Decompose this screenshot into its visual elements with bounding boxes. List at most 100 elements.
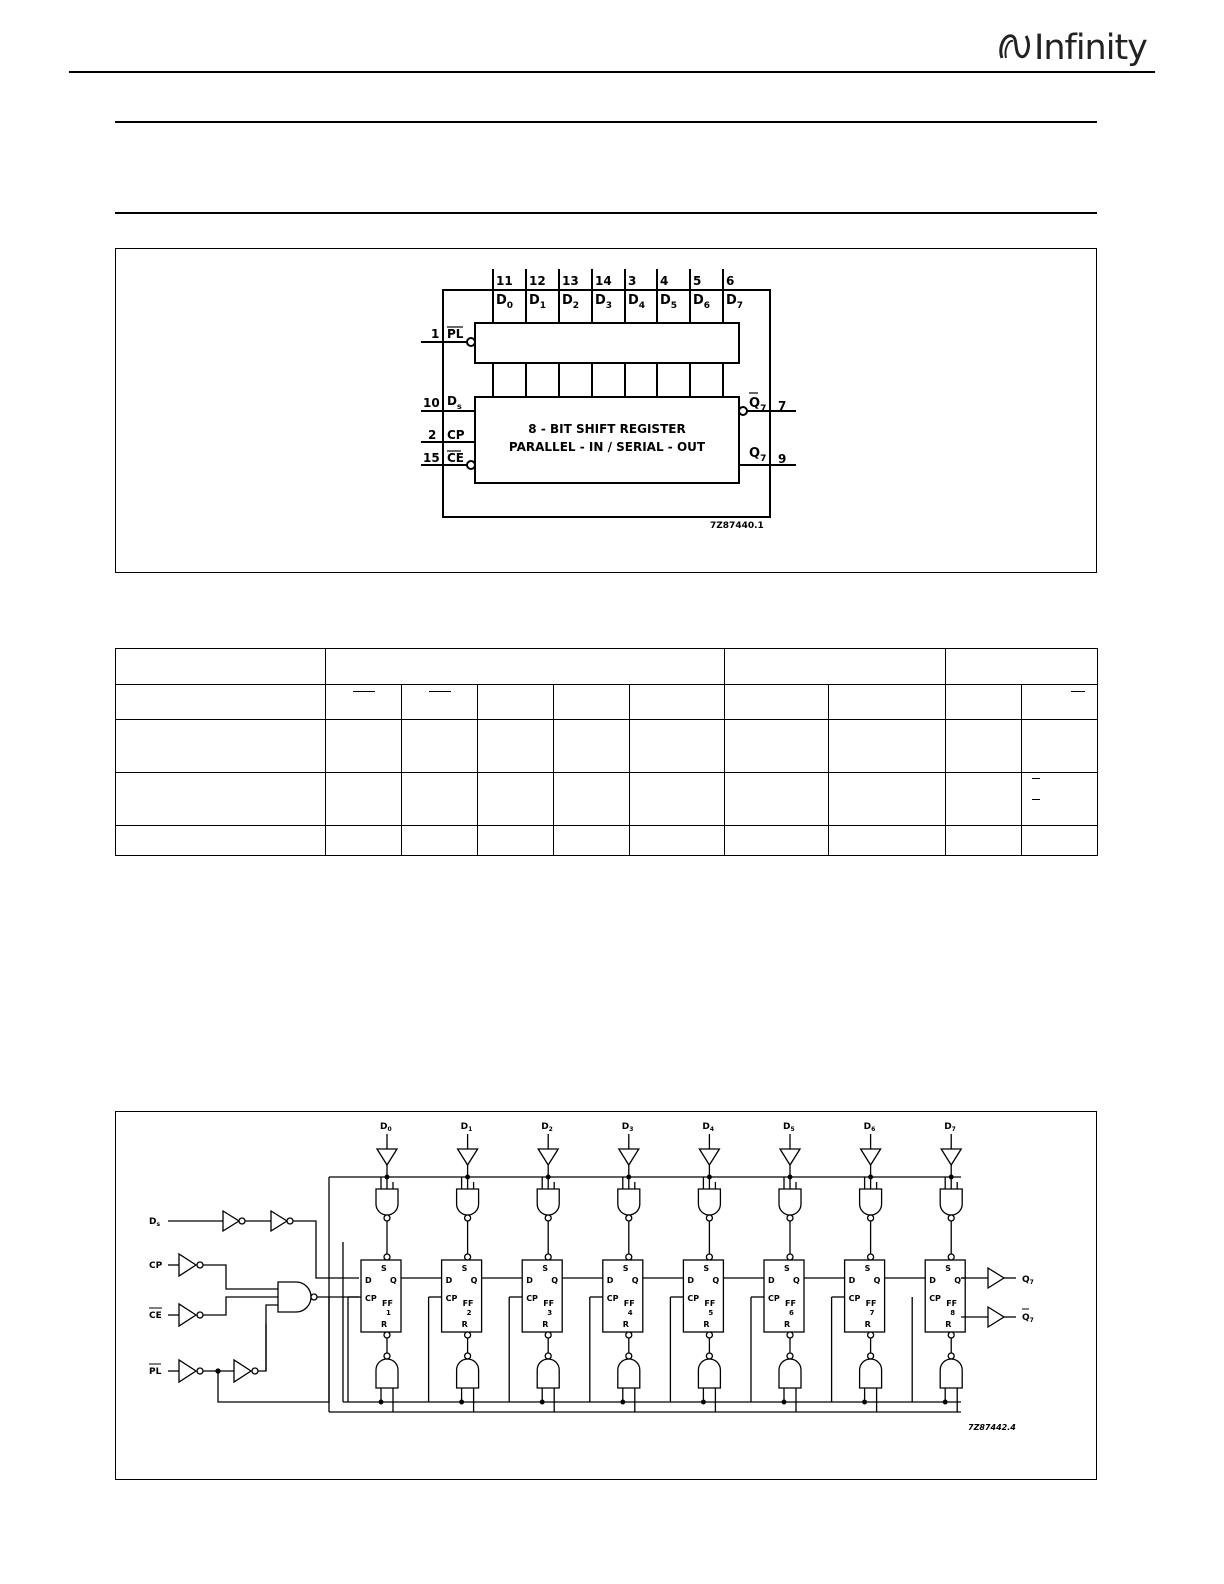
nand-gate-icon <box>536 1358 560 1389</box>
ff-number: 3 <box>547 1309 552 1317</box>
nand-gate-icon <box>536 1188 560 1216</box>
pin-d2-number: 13 <box>562 274 579 288</box>
table-cell <box>628 772 726 826</box>
ff-cp-label: CP <box>365 1294 377 1303</box>
ff-q-label: Q <box>874 1276 881 1285</box>
function-table <box>115 648 1099 856</box>
pin-ce-number: 15 <box>423 451 440 465</box>
ff-reset-label: R <box>784 1320 790 1329</box>
figure-code-2: 7Z87442.4 <box>968 1423 1016 1432</box>
ff-d-label: D <box>446 1276 453 1285</box>
nand-gate-icon <box>697 1358 722 1389</box>
data-input-label: D3 <box>622 1122 634 1133</box>
table-cell <box>828 772 947 826</box>
input-d0-label: D0 <box>496 293 513 311</box>
block-title-line1: 8 - BIT SHIFT REGISTER <box>528 422 685 436</box>
table-cell <box>945 684 1023 720</box>
buffer-icon <box>375 1148 399 1167</box>
ff-cp-label: CP <box>849 1294 861 1303</box>
table-cell <box>724 772 830 826</box>
table-cell <box>325 772 402 826</box>
table-cell <box>945 719 1023 773</box>
nand-gate-icon <box>617 1358 641 1389</box>
pin-d4-number: 3 <box>628 274 636 288</box>
input-d7-label: D7 <box>726 293 743 311</box>
ff-reset-label: R <box>462 1320 468 1329</box>
table-cell <box>401 772 478 826</box>
brand-name: Infinity <box>1034 28 1148 68</box>
output-q7n-label: Q7 <box>1022 1313 1034 1324</box>
table-cell <box>477 684 554 720</box>
input-ds-label: Ds <box>149 1217 160 1228</box>
ff-q-label: Q <box>793 1276 800 1285</box>
buffer-icon <box>778 1148 802 1167</box>
input-d5-label: D5 <box>660 293 677 311</box>
input-cp-label: CP <box>149 1261 163 1271</box>
buffer-icon <box>617 1148 640 1167</box>
table-cell <box>477 772 554 826</box>
table-cell <box>325 684 402 720</box>
buffer-icon <box>537 1148 560 1167</box>
ff-reset-label: R <box>623 1320 629 1329</box>
pin-d7-number: 6 <box>726 274 734 288</box>
ff-cp-label: CP <box>607 1294 619 1303</box>
ff-reset-label: R <box>542 1320 548 1329</box>
ff-d-label: D <box>526 1276 533 1285</box>
table-cell <box>1021 719 1099 773</box>
pin-cp-number: 2 <box>428 428 436 442</box>
figure-code-1: 7Z87440.1 <box>710 521 764 531</box>
table-cell <box>553 719 630 773</box>
flip-flop <box>924 1259 966 1333</box>
table-cell <box>477 719 554 773</box>
data-input-label: D1 <box>461 1122 473 1133</box>
ff-q-label: Q <box>390 1276 397 1285</box>
ff-set-label: S <box>381 1264 387 1273</box>
table-cell <box>115 684 326 720</box>
pin-q7n-number: 7 <box>778 399 786 413</box>
nand-gate-icon <box>939 1188 963 1216</box>
table-cell <box>401 719 478 773</box>
output-q7-label: Q7 <box>1022 1275 1034 1286</box>
flip-flop <box>843 1259 886 1333</box>
ff-d-label: D <box>768 1276 775 1285</box>
nand-gate-icon <box>697 1188 722 1216</box>
ff-number: 7 <box>870 1309 875 1317</box>
nand-gate-icon <box>375 1358 399 1389</box>
input-d4-label: D4 <box>628 293 645 311</box>
table-cell <box>553 772 630 826</box>
ff-number: 2 <box>467 1309 472 1317</box>
input-d3-label: D3 <box>595 293 612 311</box>
ff-reset-label: R <box>865 1320 871 1329</box>
ff-cp-label: CP <box>768 1294 780 1303</box>
ff-cp-label: CP <box>446 1294 458 1303</box>
ff-cp-label: CP <box>687 1294 699 1303</box>
input-pl-label: PL <box>149 1367 162 1377</box>
table-cell <box>325 825 402 856</box>
table-cell <box>828 719 947 773</box>
ff-number: 8 <box>950 1309 955 1317</box>
ff-q-label: Q <box>632 1276 639 1285</box>
table-cell <box>401 684 478 720</box>
q7n-label: Q7 <box>749 396 766 414</box>
ff-label: FF <box>543 1299 554 1308</box>
ff-label: FF <box>866 1299 877 1308</box>
table-cell <box>724 684 830 720</box>
ff-d-label: D <box>365 1276 372 1285</box>
ff-q-label: Q <box>551 1276 558 1285</box>
table-cell <box>945 772 1023 826</box>
data-input-label: D6 <box>864 1122 876 1133</box>
data-input-label: D2 <box>541 1122 553 1133</box>
nand-gate-icon <box>778 1188 802 1216</box>
q7-label: Q7 <box>749 446 766 464</box>
input-d2-label: D2 <box>562 293 579 311</box>
table-cell <box>553 684 630 720</box>
ff-label: FF <box>624 1299 635 1308</box>
logic-symbol-figure: 11 12 13 14 3 4 5 6 D0 D1 D2 D3 D4 D5 D6… <box>115 248 1097 573</box>
table-row <box>115 825 1099 856</box>
ff-d-label: D <box>849 1276 856 1285</box>
table-cell <box>553 825 630 856</box>
flip-flop <box>682 1259 725 1333</box>
table-cell <box>724 825 830 856</box>
